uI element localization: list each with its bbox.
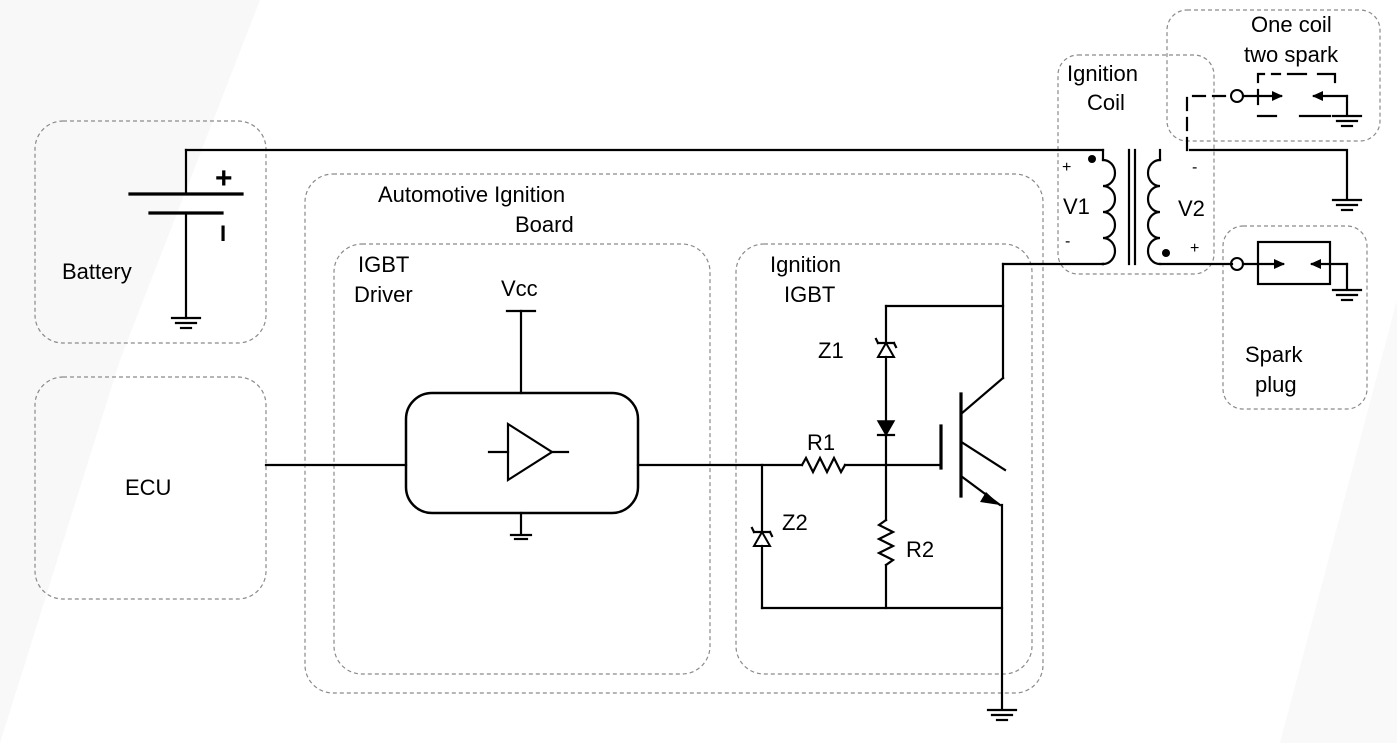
ignition-igbt-box [735,243,1033,675]
z1-zener-diode [874,337,898,358]
r2-label: R2 [906,537,934,562]
one-coil-two-spark-box [1166,9,1381,142]
coil-ground-icon [1331,198,1363,212]
secondary-spark-plug-icon [1230,72,1363,128]
ignition-board-box [304,173,1044,694]
blocking-diode [876,420,896,437]
spark-label-line2: plug [1255,372,1297,397]
driver-block [404,391,640,515]
r1-label: R1 [807,430,835,455]
igbt-label-line2: IGBT [784,282,835,307]
r2-resistor [876,518,896,567]
v2-label: V2 [1178,196,1205,221]
z2-zener-diode [750,526,774,547]
r1-resistor [800,455,847,475]
ignition-coil-box [1057,54,1215,275]
battery-plus-label: + [215,162,233,195]
battery-label: Battery [62,259,132,284]
secondary-minus-wire [1188,148,1349,200]
board-title-line1: Automotive Ignition [378,182,565,207]
z2-label: Z2 [782,510,808,535]
onecoil-label-line2: two spark [1244,42,1339,67]
driver-label-line2: Driver [354,282,413,307]
igbt-transistor-icon [939,262,1007,710]
igbt-driver-box [333,243,711,675]
v2-minus-label: - [1192,159,1197,176]
ecu-box [34,376,267,600]
battery-minus-label: I [220,221,226,246]
igbt-label-line1: Ignition [770,252,841,277]
driver-ground-icon [509,533,533,541]
spark-plug-icon [1230,240,1363,302]
transformer-icon [1088,148,1170,266]
v2-plus-label: + [1190,240,1199,257]
v1-plus-label: + [1062,159,1071,176]
coil-label-line2: Coil [1087,90,1125,115]
battery-box [34,120,267,344]
z1-label: Z1 [818,338,844,363]
battery-ground-icon [170,316,202,330]
secondary-minus-dashed-wire [1185,94,1234,152]
igbt-ground-icon [986,708,1018,722]
vcc-label: Vcc [501,276,538,301]
onecoil-label-line1: One coil [1251,12,1332,37]
spark-label-line1: Spark [1245,342,1303,367]
v1-minus-label: - [1065,233,1070,250]
coil-label-line1: Ignition [1067,61,1138,86]
spark-plug-box [1222,225,1368,410]
v1-label: V1 [1063,194,1090,219]
driver-label-line1: IGBT [358,252,409,277]
battery-symbol [128,148,244,330]
ecu-label: ECU [125,475,171,500]
board-title-line2: Board [515,212,574,237]
buffer-amplifier-icon [487,421,570,483]
